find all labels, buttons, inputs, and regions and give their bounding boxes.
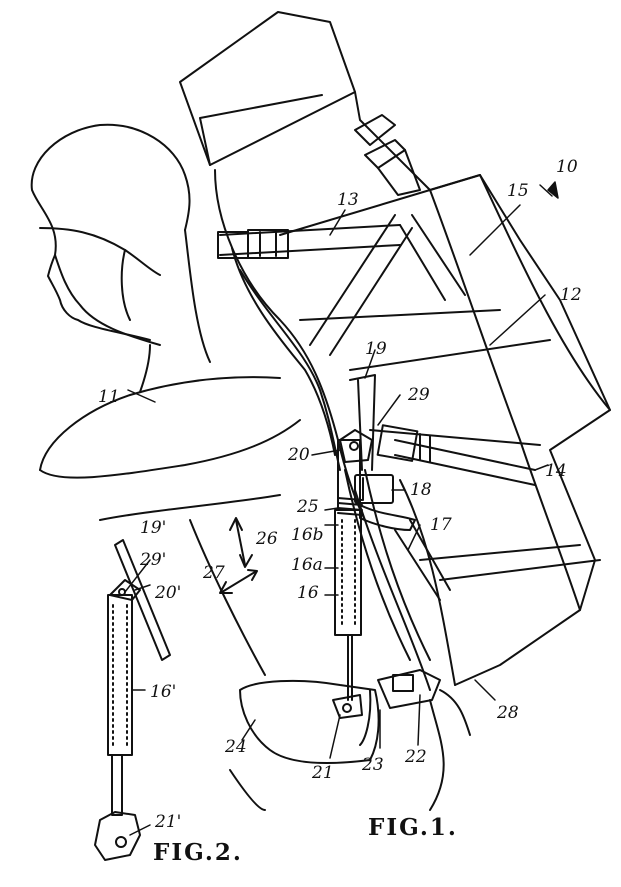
- label-25: 25: [296, 497, 319, 517]
- label-16-prime: 16': [150, 682, 176, 702]
- label-11: 11: [98, 387, 120, 407]
- label-19-prime: 19': [140, 518, 166, 538]
- label-15: 15: [507, 181, 529, 201]
- label-16: 16: [297, 583, 319, 603]
- caption-fig2: FIG.2.: [153, 839, 243, 866]
- label-24: 24: [224, 737, 247, 757]
- buckle-14: [376, 424, 419, 462]
- gas-spring-16: [332, 374, 376, 719]
- label-19: 19: [365, 339, 387, 359]
- label-23: 23: [361, 755, 384, 775]
- label-13: 13: [337, 190, 359, 210]
- label-20: 20: [287, 445, 310, 465]
- label-26: 26: [255, 529, 278, 549]
- label-28: 28: [496, 703, 519, 723]
- person-figure: [30, 123, 301, 676]
- label-10: 10: [556, 157, 578, 177]
- label-29-prime: 29': [139, 550, 166, 570]
- straps: [217, 114, 536, 661]
- label-18: 18: [410, 480, 432, 500]
- back-frame: [179, 11, 611, 691]
- label-14: 14: [545, 461, 567, 481]
- hip-pad-24: [229, 679, 471, 811]
- hip-buckle-23: [359, 669, 441, 746]
- reference-labels: 10 15 13 12 11 19 29 20 14 18 25 16b 17 …: [98, 157, 582, 832]
- label-16b: 16b: [291, 525, 324, 545]
- label-16a: 16a: [291, 555, 323, 575]
- label-27: 27: [202, 563, 225, 583]
- label-20-prime: 20': [154, 583, 181, 603]
- leader-lines: [124, 181, 559, 836]
- label-22: 22: [404, 747, 427, 767]
- buckle-18: [354, 474, 416, 531]
- direction-arrows: [219, 517, 258, 594]
- caption-fig1: FIG.1.: [368, 814, 458, 841]
- label-29: 29: [407, 385, 430, 405]
- figure-captions: FIG.2. FIG.1.: [153, 814, 458, 866]
- label-21: 21: [311, 763, 334, 783]
- buckle-13-mid: [247, 229, 289, 259]
- gas-spring-fig2: [94, 539, 171, 861]
- label-21-prime: 21': [154, 812, 181, 832]
- label-17: 17: [430, 515, 452, 535]
- label-12: 12: [560, 285, 582, 305]
